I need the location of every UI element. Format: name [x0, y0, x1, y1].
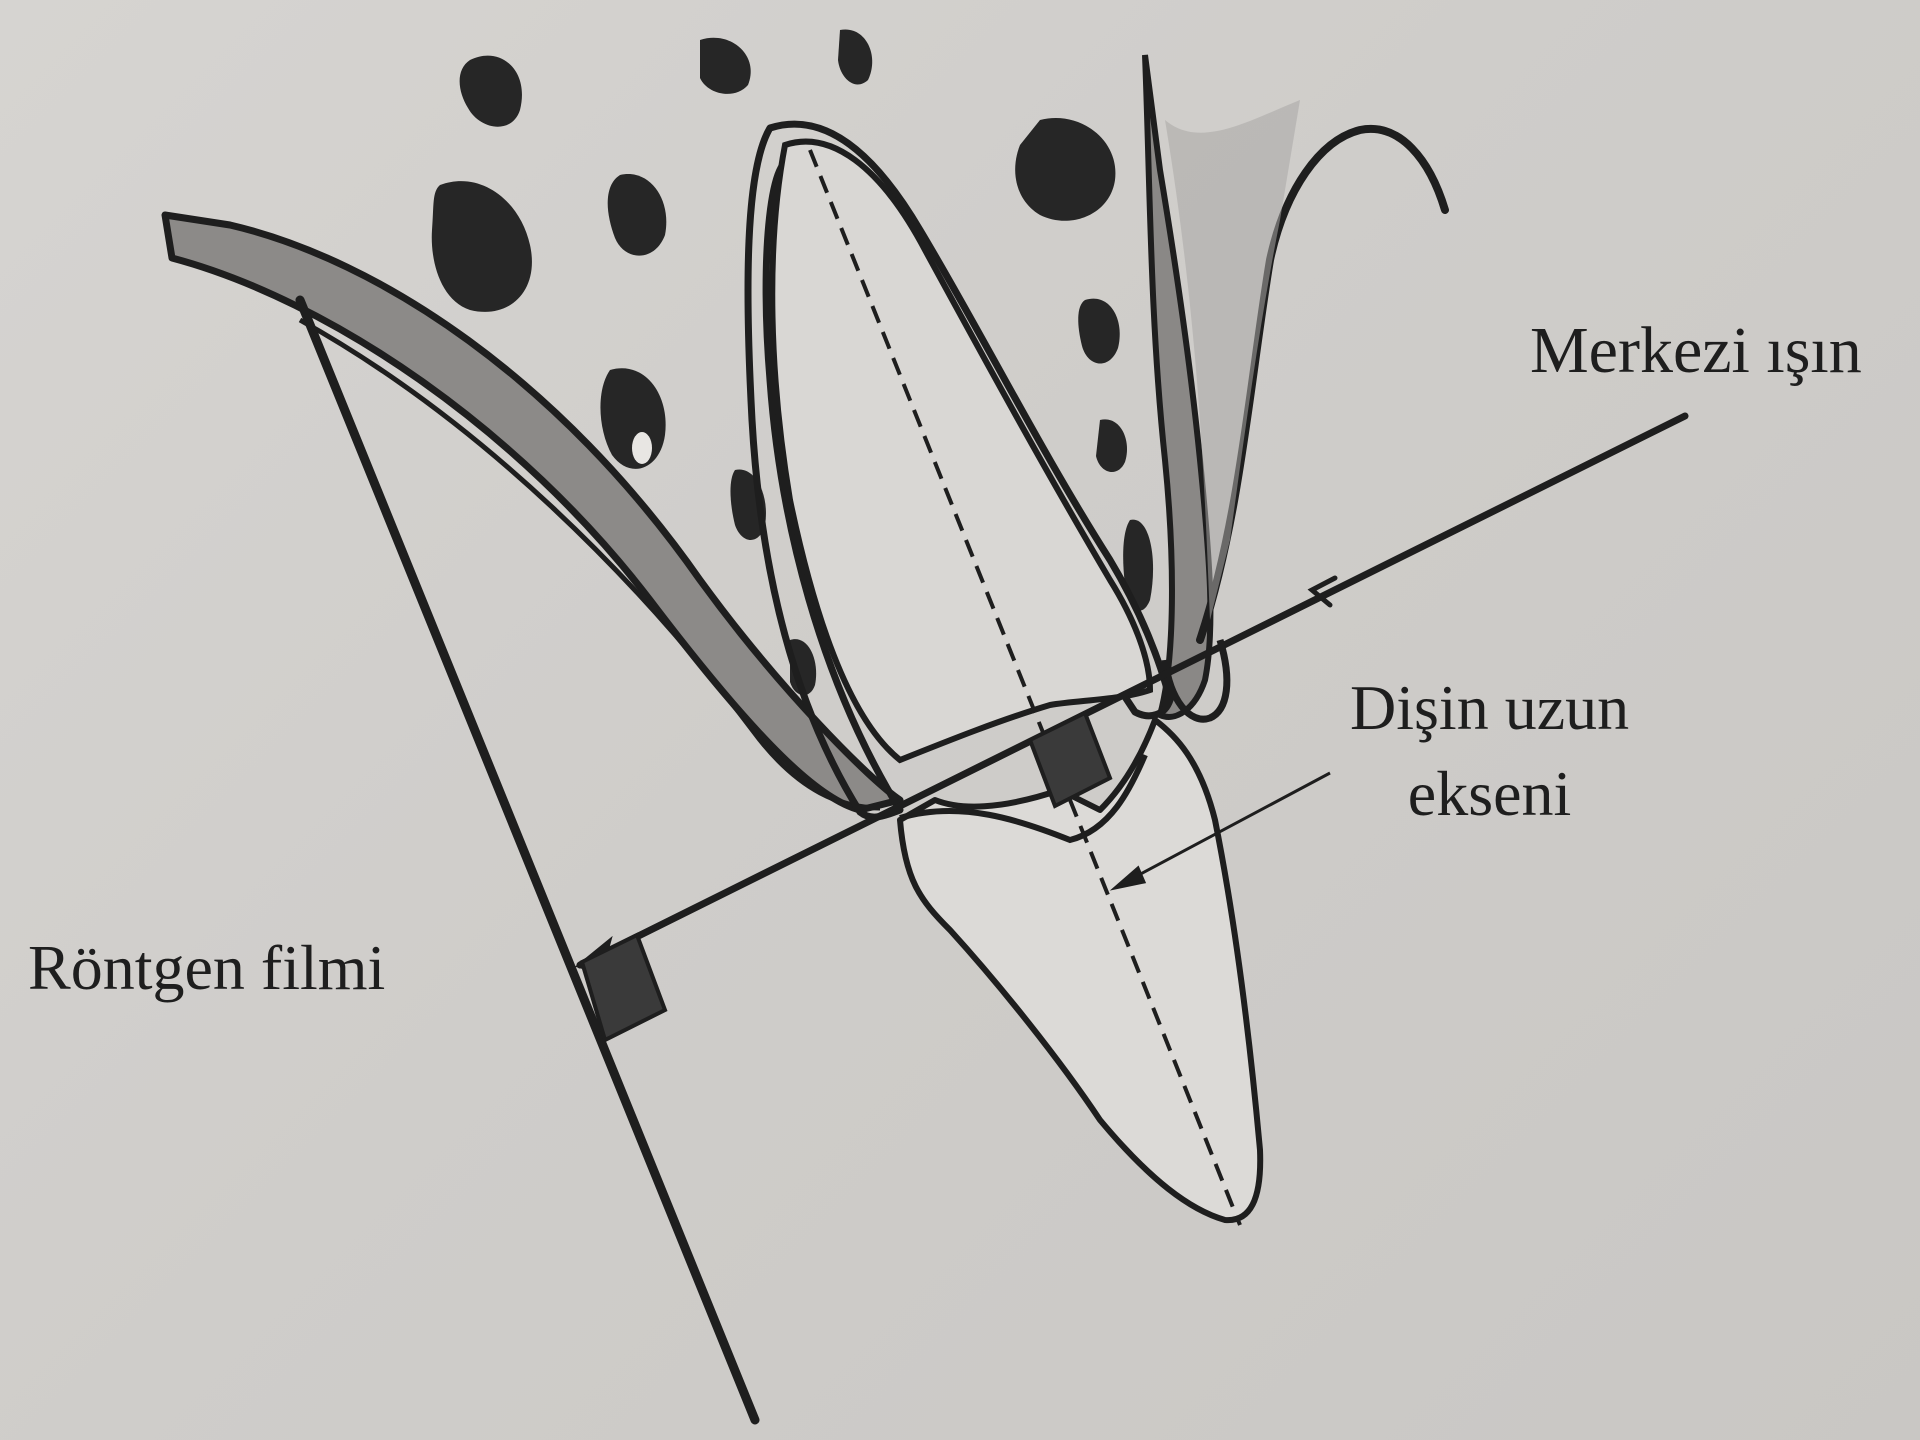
- marrow-highlight: [632, 432, 652, 464]
- tooth-long-axis-label-line1: Dişin uzun: [1350, 676, 1629, 740]
- tooth-long-axis-label: Dişin uzun ekseni: [1350, 676, 1629, 826]
- tooth-long-axis-label-line2: ekseni: [1350, 762, 1629, 826]
- central-ray-label: Merkezi ışın: [1530, 318, 1862, 384]
- xray-film-label: Röntgen filmi: [28, 936, 385, 1000]
